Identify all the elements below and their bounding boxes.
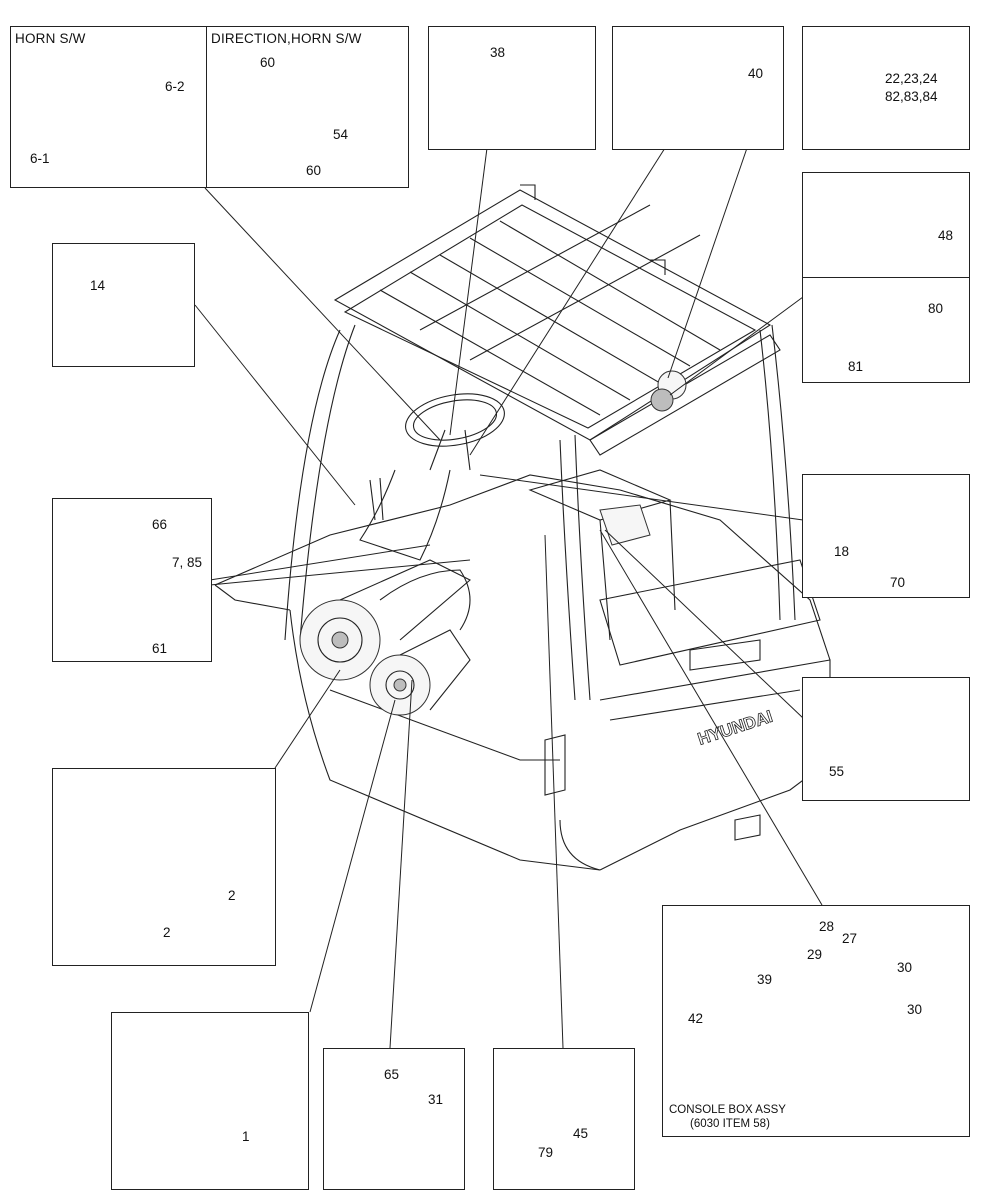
panel-console-box [662,905,970,1137]
callout-6-2: 6-2 [165,79,185,94]
callout-40: 40 [748,66,764,81]
callout-81: 81 [848,359,864,374]
panel-direction-horn-switch [206,26,409,188]
callout-14: 14 [90,278,106,293]
callout-30-upper: 30 [897,960,913,975]
callout-31: 31 [428,1092,444,1107]
callout-18: 18 [834,544,850,559]
callout-22-23-24: 22,23,24 [885,71,938,86]
callout-45: 45 [573,1126,589,1141]
callout-30-lower: 30 [907,1002,923,1017]
callout-29: 29 [807,947,823,962]
panel-switch-14 [52,243,195,367]
callout-6-1: 6-1 [30,151,50,166]
callout-7-85: 7, 85 [172,555,203,570]
panel-motor-1 [111,1012,309,1190]
callout-48: 48 [938,228,954,243]
panel-rear-lamp [802,277,970,383]
direction-horn-switch-title: DIRECTION,HORN S/W [211,31,362,46]
panel-motors-2 [52,768,276,966]
callout-65: 65 [384,1067,400,1082]
panel-work-lamp [802,172,970,278]
forklift-illustration: HYUNDAI [214,184,831,871]
callout-79: 79 [538,1145,554,1160]
panel-controller [802,474,970,598]
callout-82-83-84: 82,83,84 [885,89,938,104]
callout-39: 39 [757,972,773,987]
callout-1: 1 [242,1129,250,1144]
panel-key-switch [428,26,596,150]
callout-61: 61 [152,641,168,656]
callout-60-bottom: 60 [306,163,322,178]
callout-66: 66 [152,517,168,532]
leader-lines [194,147,823,1049]
callout-2-lower: 2 [163,925,171,940]
brand-logo: HYUNDAI [695,707,775,749]
panel-beacon [802,26,970,150]
console-caption-line2: (6030 ITEM 58) [690,1118,770,1130]
callout-80: 80 [928,301,944,316]
callout-55: 55 [829,764,845,779]
callout-54: 54 [333,127,349,142]
horn-switch-title: HORN S/W [15,31,86,46]
panel-display [612,26,784,150]
callout-27: 27 [842,931,858,946]
panel-horn-switch [10,26,207,188]
callout-60-top: 60 [260,55,276,70]
callout-2-upper: 2 [228,888,236,903]
panel-sensor-31 [323,1048,465,1190]
callout-42: 42 [688,1011,704,1026]
callout-38: 38 [490,45,506,60]
panel-buzzer [802,677,970,801]
callout-28: 28 [819,919,835,934]
console-caption-line1: CONSOLE BOX ASSY [669,1104,786,1116]
callout-70: 70 [890,575,906,590]
panel-pressure-switch [493,1048,635,1190]
panel-accelerator [52,498,212,662]
